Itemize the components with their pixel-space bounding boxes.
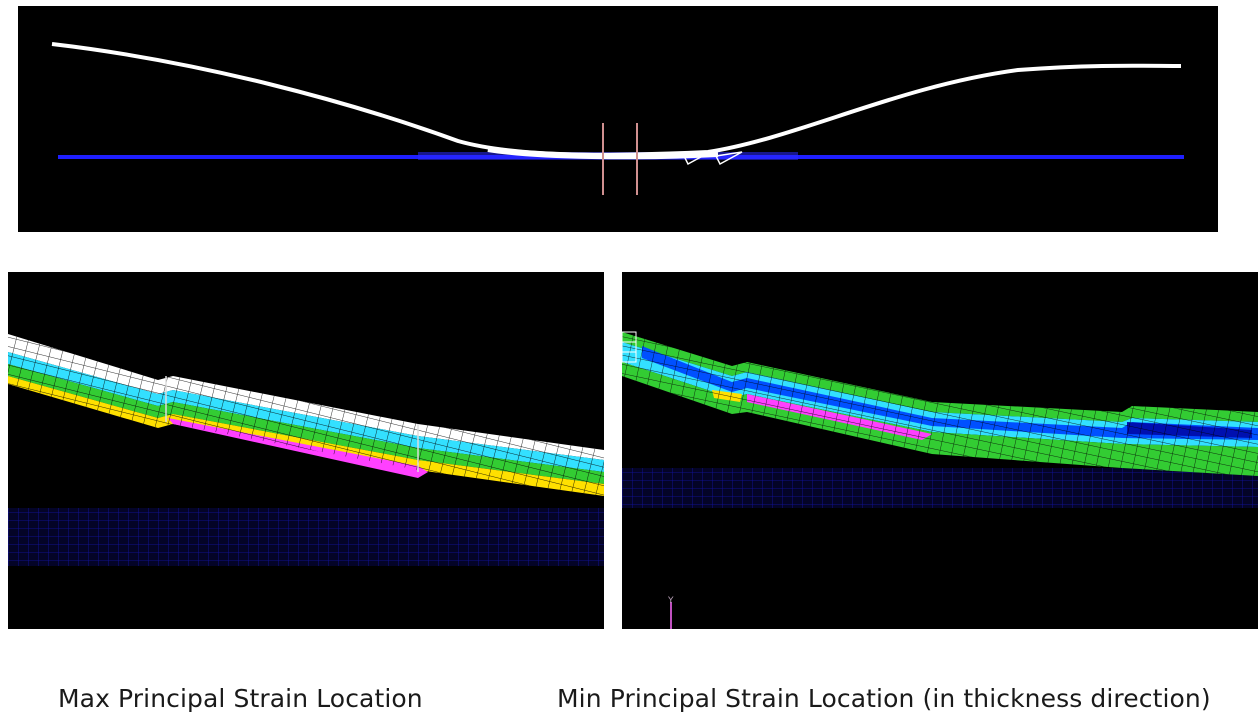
- min-strain-panel: Y: [622, 272, 1258, 629]
- overview-panel: [18, 6, 1218, 232]
- tool-marker-1: [682, 151, 711, 166]
- max-strain-contour: [8, 334, 604, 566]
- max-strain-panel: [8, 272, 604, 629]
- max-strain-caption: Max Principal Strain Location: [58, 684, 423, 713]
- element-grid: [622, 332, 1258, 476]
- die-mesh: [622, 468, 1258, 508]
- die-mesh: [8, 508, 604, 566]
- die-mesh-tint: [8, 508, 604, 566]
- element-grid: [8, 334, 604, 496]
- min-strain-contour: Y: [622, 331, 1258, 629]
- overview-plot: [51, 42, 1184, 195]
- min-strain-caption: Min Principal Strain Location (in thickn…: [557, 684, 1211, 713]
- tool-marker-2: [714, 151, 743, 166]
- die-mesh-tint: [622, 468, 1258, 508]
- axis-marker-label: Y: [667, 596, 674, 606]
- edge-element-3: [622, 351, 637, 363]
- deformed-sheet-curve: [51, 42, 1182, 157]
